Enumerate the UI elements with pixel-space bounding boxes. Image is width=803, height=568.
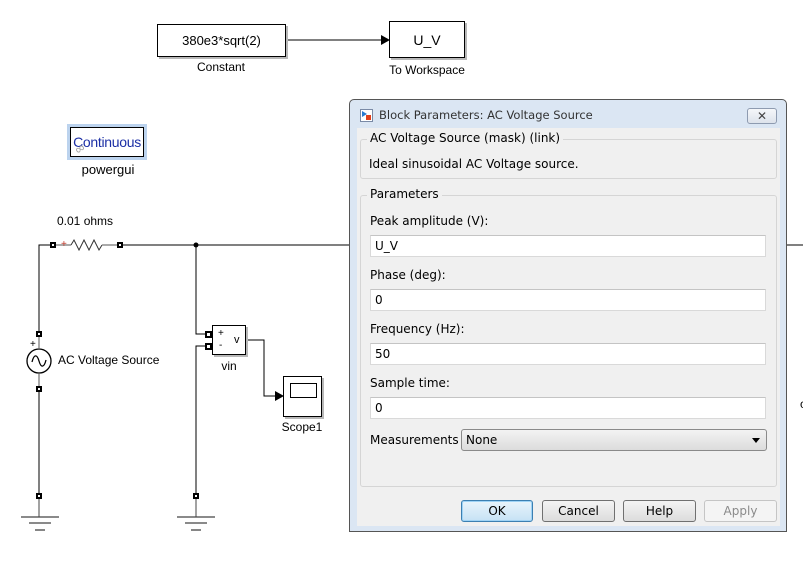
- to-workspace-label: To Workspace: [389, 63, 465, 77]
- to-workspace-block[interactable]: U_V: [389, 21, 465, 58]
- ok-button-label: OK: [488, 504, 506, 518]
- vin-minus-port: -: [219, 340, 223, 351]
- dialog-body: AC Voltage Source (mask) (link) Ideal si…: [357, 128, 780, 526]
- mask-description: Ideal sinusoidal AC Voltage source.: [369, 157, 579, 171]
- resistor-label: 0.01 ohms: [57, 214, 114, 228]
- dialog-close-button[interactable]: ✕: [747, 108, 777, 124]
- scope-screen-icon: [290, 383, 317, 398]
- to-workspace-variable: U_V: [413, 31, 441, 48]
- voltage-measurement-block[interactable]: + - v: [212, 325, 246, 355]
- apply-button-label: Apply: [723, 504, 758, 518]
- help-button[interactable]: Help: [623, 500, 696, 522]
- cancel-button-label: Cancel: [558, 504, 599, 518]
- ok-button[interactable]: OK: [461, 500, 533, 522]
- vin-output-port: v: [234, 334, 240, 346]
- arrowhead: [381, 35, 390, 45]
- measurements-dropdown[interactable]: None: [461, 429, 767, 451]
- parameters-group: Parameters: [360, 187, 777, 487]
- help-button-label: Help: [645, 504, 674, 518]
- wire-vin-minus-to-ground[interactable]: [195, 345, 207, 495]
- wire-to-vin-plus[interactable]: [195, 245, 207, 335]
- powergui-block[interactable]: Continuous ∞: [67, 124, 147, 160]
- peak-amplitude-input[interactable]: [370, 235, 766, 257]
- simulink-block-icon: [360, 109, 373, 122]
- ac-source-label: AC Voltage Source: [58, 353, 160, 367]
- scope-label: Scope1: [281, 420, 323, 434]
- constant-block[interactable]: 380e3*sqrt(2): [157, 24, 286, 57]
- ground-block-left[interactable]: [21, 493, 59, 531]
- apply-button[interactable]: Apply: [704, 500, 777, 522]
- sample-time-input[interactable]: [370, 397, 766, 419]
- svg-text:+: +: [61, 239, 67, 250]
- sample-time-label: Sample time:: [370, 376, 450, 390]
- partial-block-label: c: [800, 397, 803, 411]
- vin-label: vin: [221, 359, 237, 373]
- constant-label: Constant: [196, 60, 246, 74]
- close-icon: ✕: [756, 109, 768, 123]
- resistor-block[interactable]: +: [50, 238, 123, 252]
- measurements-label: Measurements: [370, 433, 459, 447]
- parameters-group-title: Parameters: [367, 187, 442, 201]
- svg-text:+: +: [30, 339, 36, 350]
- frequency-input[interactable]: [370, 343, 766, 365]
- cancel-button[interactable]: Cancel: [542, 500, 615, 522]
- measurements-selected-value: None: [466, 433, 498, 447]
- arrowhead: [275, 391, 284, 401]
- powergui-label: powergui: [81, 162, 135, 177]
- wire-left-upper[interactable]: [38, 244, 52, 333]
- dialog-title: Block Parameters: AC Voltage Source: [379, 108, 593, 122]
- vin-plus-port: +: [218, 328, 224, 339]
- vin-ports: [205, 331, 212, 350]
- ac-voltage-source-block[interactable]: +: [26, 331, 52, 392]
- frequency-label: Frequency (Hz):: [370, 322, 465, 336]
- scope-block[interactable]: [283, 376, 322, 417]
- chevron-down-icon: [752, 438, 760, 443]
- powergui-mode: Continuous: [73, 134, 141, 150]
- constant-value: 380e3*sqrt(2): [182, 33, 261, 48]
- mask-description-group: AC Voltage Source (mask) (link) Ideal si…: [360, 131, 777, 179]
- phase-label: Phase (deg):: [370, 268, 446, 282]
- mask-group-title: AC Voltage Source (mask) (link): [367, 131, 564, 145]
- phase-input[interactable]: [370, 289, 766, 311]
- dialog-titlebar[interactable]: Block Parameters: AC Voltage Source ✕: [350, 100, 786, 128]
- ground-block-right[interactable]: [177, 493, 215, 531]
- block-parameters-dialog: Block Parameters: AC Voltage Source ✕ AC…: [349, 99, 787, 532]
- signal-line-vin-to-scope[interactable]: [246, 339, 276, 397]
- peak-amplitude-label: Peak amplitude (V):: [370, 214, 489, 228]
